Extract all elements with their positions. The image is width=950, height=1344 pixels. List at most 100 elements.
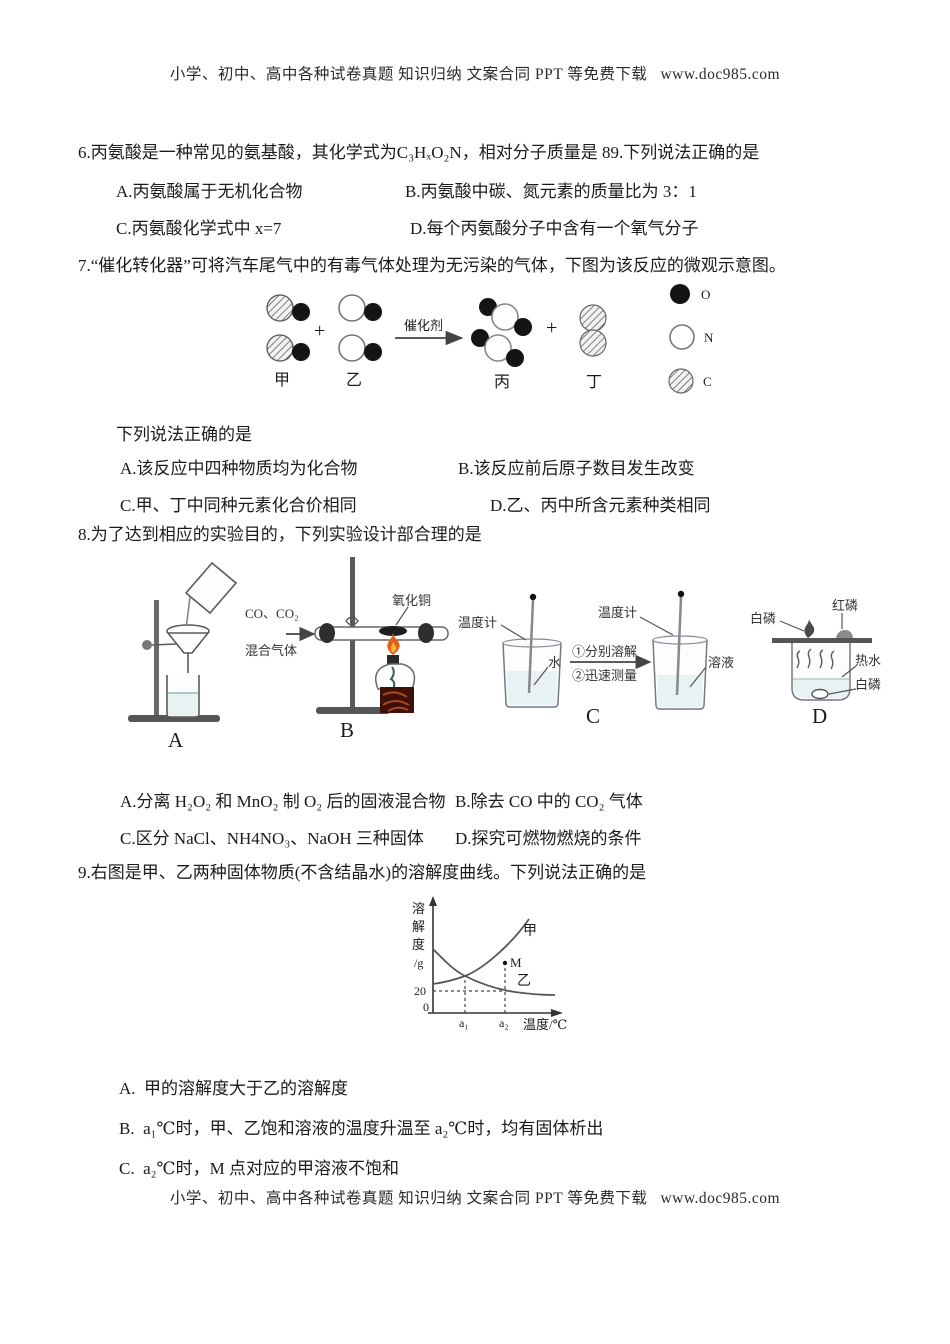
molecule-group-yi-NO: 乙 [338, 294, 382, 389]
carbon-atom-icon [266, 294, 294, 322]
q9-stem: 9.右图是甲、乙两种固体物质(不含结晶水)的溶解度曲线。下列说法正确的是 [78, 863, 647, 882]
water-label: 水 [548, 655, 561, 670]
heat-vapor-lines [796, 648, 835, 670]
q7-option-c: C.甲、丁中同种元素化合价相同 [120, 496, 357, 515]
red-phosphorus-label: 红磷 [832, 598, 858, 613]
tube-stopper [418, 623, 434, 643]
legend-nitrogen-label: N [704, 330, 714, 345]
pouring-beaker [184, 561, 238, 630]
q6-option-b: B.丙氨酸中碳、氮元素的质量比为 3：1 [405, 182, 697, 201]
funnel [166, 624, 210, 673]
pointer-line [779, 620, 805, 632]
nitrogen-atom-icon [338, 334, 366, 362]
catalyst-arrow: 催化剂 [395, 318, 464, 346]
curve-jia-label: 甲 [523, 924, 537, 939]
label-jia: 甲 [274, 372, 290, 389]
cover-plate [772, 638, 872, 643]
q9-option-b: B. a₁℃时，甲、乙饱和溶液的温度升温至 a₂℃时，均有固体析出 [119, 1119, 604, 1138]
copper-oxide-solid [379, 626, 407, 636]
stand-base [316, 707, 390, 714]
y-axis-label-char2: 解 [412, 919, 425, 934]
copper-oxide-label: 氧化铜 [392, 593, 431, 608]
white-phosphorus-underwater [811, 688, 829, 700]
thermometer-top [529, 593, 537, 601]
q7-option-a: A.该反应中四种物质均为化合物 [120, 459, 358, 478]
pointer-line [841, 665, 857, 678]
tube-stopper [319, 623, 335, 643]
apparatus-a-filtration: A [128, 561, 238, 752]
q9-solubility-graph: 溶 解 度 /g 20 0 a₁ a₂ 温度/℃ M 甲 乙 [412, 896, 567, 1032]
step2-label: ②迅速测量 [572, 668, 637, 683]
apparatus-c-label: C [586, 704, 600, 728]
header-watermark: 小学、初中、高中各种试卷真题 知识归纳 文案合同 PPT 等免费下载 www.d… [169, 66, 781, 83]
q6-stem: 6.丙氨酸是一种常见的氨基酸，其化学式为C₃HₓO₂N，相对分子质量是 89.下… [78, 143, 760, 162]
curve-yi-label: 乙 [517, 973, 531, 989]
q7-option-d: D.乙、丙中所含元素种类相同 [490, 496, 711, 515]
pointer-line [395, 606, 409, 626]
q9-option-a: A. 甲的溶解度大于乙的溶解度 [119, 1079, 349, 1098]
q8-apparatus-diagrams: A CO、CO₂ 混合气体 氧化铜 [128, 557, 881, 752]
apparatus-b-reduction-tube: CO、CO₂ 混合气体 氧化铜 B [245, 557, 449, 742]
legend-oxygen-icon [670, 284, 690, 304]
gas-label-line2: 混合气体 [245, 643, 297, 658]
q8-option-a: A.分离 H₂O₂ 和 MnO₂ 制 O₂ 后的固液混合物 [120, 792, 446, 811]
y-axis-label-char4: /g [414, 956, 423, 970]
q6-option-c: C.丙氨酸化学式中 x=7 [116, 219, 282, 238]
pointer-line [500, 624, 527, 641]
dashed-guides [433, 963, 509, 1013]
point-m-label: M [510, 955, 522, 970]
origin-0: 0 [423, 1000, 429, 1014]
y-tick-20: 20 [414, 984, 426, 998]
q8-stem: 8.为了达到相应的实验目的，下列实验设计部合理的是 [78, 525, 482, 544]
footer-watermark: 小学、初中、高中各种试卷真题 知识归纳 文案合同 PPT 等免费下载 www.d… [169, 1190, 781, 1207]
q8-option-c: C.区分 NaCl、NH4NO₃、NaOH 三种固体 [120, 829, 424, 848]
x-axis-label: 温度/℃ [523, 1017, 567, 1032]
oxygen-atom-icon [364, 303, 382, 321]
y-axis-label-char1: 溶 [412, 901, 425, 916]
thermometer-top [677, 590, 685, 598]
legend-carbon-icon [668, 368, 694, 394]
label-ding: 丁 [586, 374, 602, 391]
thermometer [675, 596, 683, 696]
x-tick-a1: a₁ [459, 1016, 469, 1030]
atom-icon [579, 329, 607, 357]
pointer-line [639, 616, 674, 636]
step1-label: ①分别溶解 [572, 644, 637, 659]
nitrogen-atom-icon [338, 294, 366, 322]
oxygen-atom-icon [506, 349, 524, 367]
q7-molecular-diagram: 甲 + 乙 催化剂 丙 + [266, 284, 714, 394]
receiving-beaker [166, 675, 200, 718]
apparatus-a-label: A [168, 728, 184, 752]
alcohol-lamp [375, 655, 416, 713]
plus-sign: + [546, 317, 557, 339]
q7-stem2: 下列说法正确的是 [116, 425, 252, 444]
q7-option-b: B.该反应前后原子数目发生改变 [458, 459, 695, 478]
flame-inner [390, 641, 397, 653]
apparatus-d-phosphorus: 白磷 红磷 热水 白磷 D [750, 598, 881, 728]
burning-white-phosphorus-icon [804, 619, 815, 638]
gas-label-line1: CO、CO₂ [245, 606, 299, 621]
q9-option-c: C. a₂℃时，M 点对应的甲溶液不饱和 [119, 1159, 399, 1178]
plus-sign: + [314, 320, 325, 342]
thermometer-label-2: 温度计 [598, 605, 637, 620]
center-atom-icon [491, 303, 519, 331]
apparatus-d-label: D [812, 704, 827, 728]
pointer-line [689, 666, 707, 688]
legend-nitrogen-icon [669, 324, 695, 350]
molecule-group-bing: 丙 [471, 298, 532, 391]
molecule-group-ding: 丁 [579, 304, 607, 391]
oxygen-atom-icon [292, 303, 310, 321]
solution-label: 溶液 [708, 655, 734, 670]
label-yi: 乙 [346, 372, 362, 389]
catalyst-label: 催化剂 [404, 318, 443, 333]
pointer-line [828, 688, 857, 695]
apparatus-b-label: B [340, 718, 354, 742]
legend-carbon-label: C [703, 374, 712, 389]
white-phosphorus-bottom-label: 白磷 [855, 677, 881, 692]
center-atom-icon [484, 334, 512, 362]
thermometer [527, 599, 535, 694]
q6-option-a: A.丙氨酸属于无机化合物 [116, 182, 303, 201]
q8-option-b: B.除去 CO 中的 CO₂ 气体 [455, 792, 643, 811]
clamp-bow [345, 616, 359, 626]
oxygen-atom-icon [292, 343, 310, 361]
